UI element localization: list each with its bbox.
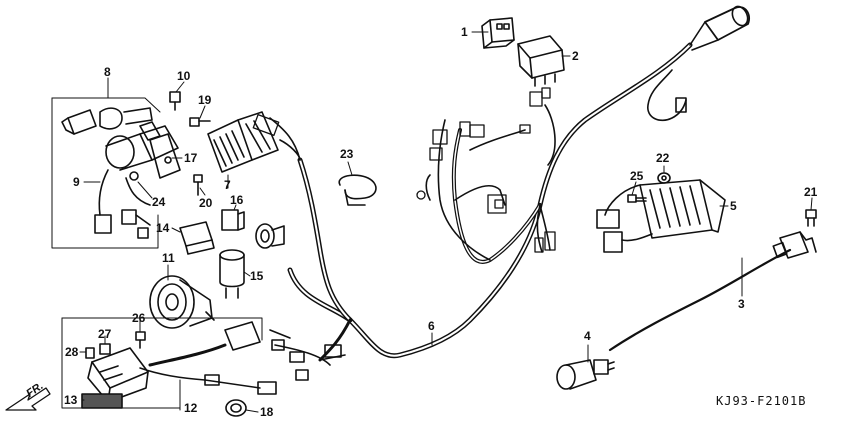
callout-26: 26 [132, 311, 146, 325]
callout-12: 12 [184, 401, 198, 415]
callout-9: 9 [73, 175, 80, 189]
harness-connectors [252, 87, 556, 253]
callout-6: 6 [428, 319, 435, 333]
grommet-18 [225, 399, 247, 417]
grip-end [647, 5, 750, 122]
clip-28 [85, 347, 95, 359]
callout-24: 24 [152, 195, 166, 209]
nut-22 [657, 172, 671, 184]
callout-20: 20 [199, 196, 213, 210]
flasher-15 [219, 249, 245, 299]
clamp-band-23 [338, 174, 377, 206]
callout-1: 1 [461, 25, 468, 39]
callout-10: 10 [177, 69, 191, 83]
callout-15: 15 [250, 269, 264, 283]
cdi-unit-7 [207, 111, 301, 173]
callout-27: 27 [98, 327, 112, 341]
callout-23: 23 [340, 147, 354, 161]
callout-21: 21 [804, 185, 818, 199]
callout-11: 11 [162, 251, 175, 265]
relay-2 [517, 35, 565, 87]
regulator-rectifier-5 [596, 179, 726, 253]
ignition-switch-group-8 [51, 97, 181, 249]
callout-28: 28 [65, 345, 79, 359]
callout-8: 8 [104, 65, 111, 79]
callout-25: 25 [630, 169, 644, 183]
speedometer-cable-3 [608, 231, 817, 352]
callout-22: 22 [656, 151, 670, 165]
bolt-24 [129, 171, 139, 181]
part-16 [221, 209, 245, 231]
callout-13: 13 [64, 393, 78, 407]
leader-lines [79, 31, 813, 413]
socket-connector [255, 223, 285, 249]
front-direction-arrow-icon [5, 387, 51, 411]
handlebar-switch-13 [81, 347, 149, 409]
callout-5: 5 [730, 199, 737, 213]
main-wire-harness [279, 42, 693, 362]
callout-2: 2 [572, 49, 579, 63]
bolt-19 [189, 117, 211, 127]
callout-17: 17 [184, 151, 198, 165]
bolt-26 [135, 331, 146, 349]
callout-19: 19 [198, 93, 212, 107]
callout-16: 16 [230, 193, 244, 207]
relay-14 [179, 221, 215, 255]
callout-7: 7 [224, 178, 231, 192]
bolt-21 [805, 209, 817, 227]
clip-27 [99, 343, 111, 355]
diagram-code: KJ93-F2101B [716, 394, 807, 408]
bolt-20 [193, 174, 203, 196]
bolt-10 [169, 91, 181, 111]
callout-14: 14 [156, 221, 170, 235]
callout-3: 3 [738, 297, 745, 311]
connector-block-1 [481, 17, 515, 49]
callout-18: 18 [260, 405, 274, 419]
horn-11 [149, 275, 215, 329]
callout-4: 4 [584, 329, 591, 343]
sensor-4 [556, 359, 615, 390]
